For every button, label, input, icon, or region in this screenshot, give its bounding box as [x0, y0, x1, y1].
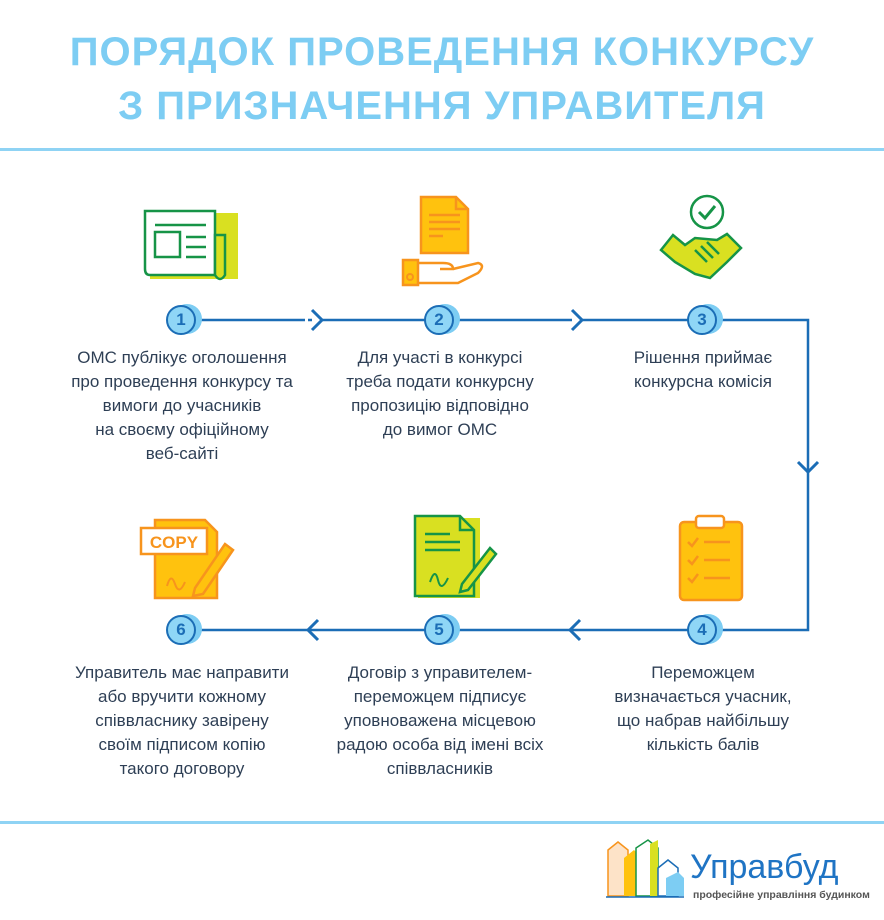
logo-buildings-icon	[606, 839, 684, 898]
copy-document-icon: COPY	[139, 518, 235, 600]
logo-name: Управбуд	[690, 848, 839, 886]
step-3-number: 3	[687, 304, 723, 336]
title-line-2: З ПРИЗНАЧЕННЯ УПРАВИТЕЛЯ	[118, 84, 766, 128]
bottom-divider	[0, 821, 884, 824]
signed-contract-icon	[413, 514, 498, 598]
step-1-number: 1	[166, 304, 202, 336]
document-in-hand-icon	[401, 195, 484, 287]
newspaper-icon	[143, 209, 238, 281]
checklist-clipboard-icon	[678, 514, 744, 602]
step-5-text: Договір з управителем-переможцем підпису…	[336, 663, 544, 778]
copy-label: COPY	[150, 533, 199, 552]
handshake-check-icon	[659, 194, 743, 280]
step-6-number: 6	[166, 614, 202, 646]
title-line-1: ПОРЯДОК ПРОВЕДЕННЯ КОНКУРСУ	[69, 30, 815, 74]
logo-tagline: професійне управління будинком	[693, 889, 870, 901]
step-4-number: 4	[687, 614, 723, 646]
arrow-left-icon	[567, 618, 582, 642]
arrow-down-icon	[796, 460, 820, 475]
arrow-right-icon	[570, 308, 585, 332]
step-2-number: 2	[424, 304, 460, 336]
arrow-right-icon	[310, 308, 325, 332]
arrow-left-icon	[305, 618, 320, 642]
top-divider	[0, 148, 884, 151]
step-5-number: 5	[424, 614, 460, 646]
